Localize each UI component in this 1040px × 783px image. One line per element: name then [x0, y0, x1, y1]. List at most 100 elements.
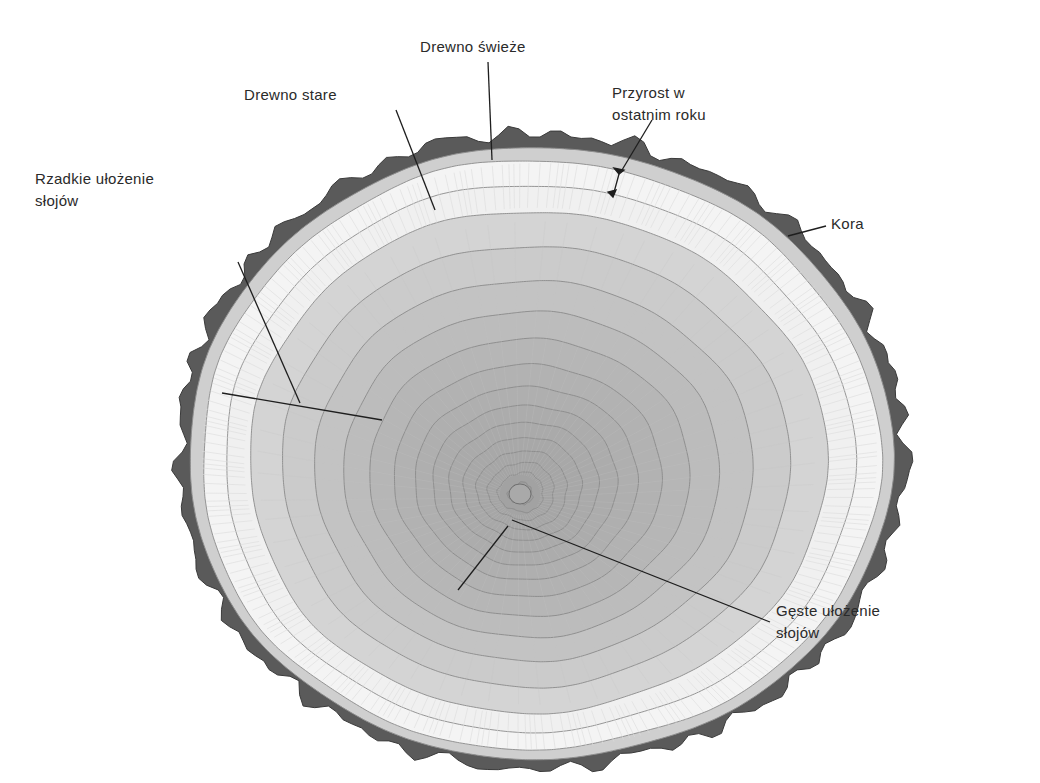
wood-ray — [311, 507, 504, 606]
wood-ray — [205, 416, 247, 427]
wood-ray — [217, 368, 257, 385]
wood-ray — [440, 704, 450, 736]
wood-ray — [435, 238, 513, 477]
wood-ray — [265, 286, 299, 314]
growth-ring — [251, 213, 829, 714]
wood-ray — [265, 500, 500, 520]
wood-ray — [693, 676, 720, 704]
leader-line — [396, 110, 435, 210]
wood-ray — [577, 713, 586, 746]
cambium — [190, 148, 894, 760]
wood-ray — [649, 695, 669, 726]
wood-ray — [322, 656, 348, 681]
wood-ray — [429, 701, 441, 733]
wood-ray — [664, 690, 687, 720]
wood-ray — [221, 360, 261, 378]
leader-line — [238, 262, 300, 403]
wood-ray — [365, 273, 508, 480]
wood-ray — [203, 483, 245, 485]
wood-ray — [202, 464, 244, 468]
wood-ray — [239, 322, 276, 345]
wood-ray — [534, 509, 734, 633]
arrow-head — [614, 168, 624, 174]
wood-ray — [518, 715, 519, 749]
wood-ray — [261, 498, 500, 500]
wood-ray — [323, 231, 349, 267]
wood-ray — [230, 563, 269, 573]
wood-ray — [533, 510, 718, 646]
wood-ray — [344, 510, 506, 639]
wood-ray — [288, 631, 319, 652]
wood-ray — [303, 642, 332, 665]
wood-ray — [460, 171, 468, 215]
wood-ray — [369, 511, 508, 656]
wood-ray — [341, 666, 365, 692]
wood-ray — [731, 651, 764, 675]
wood-ray — [537, 163, 540, 208]
wood-ray — [818, 377, 864, 393]
wood-ray — [828, 478, 876, 481]
wood-ray — [675, 198, 699, 238]
wood-ray — [238, 576, 275, 588]
growth-ring — [227, 186, 857, 733]
wood-ray — [536, 508, 753, 615]
wood-ray — [531, 264, 694, 478]
leader-line — [788, 226, 826, 236]
wood-ray — [235, 329, 273, 351]
wood-ray — [518, 515, 519, 704]
wood-ray — [713, 663, 743, 689]
wood-ray — [815, 368, 861, 385]
wood-ray — [482, 711, 487, 744]
wood-ray — [519, 164, 520, 209]
wood-ray — [822, 517, 869, 520]
wood-ray — [538, 370, 792, 487]
wood-ray — [373, 201, 392, 241]
wood-ray — [477, 711, 482, 744]
wood-ray — [435, 178, 446, 221]
wood-ray — [390, 193, 407, 234]
wood-ray — [778, 291, 818, 319]
wood-ray — [267, 611, 301, 629]
wood-ray — [806, 343, 851, 364]
wood-ray — [728, 235, 761, 270]
wood-ray — [524, 515, 597, 699]
wood-ray — [550, 715, 555, 749]
wood-ray — [810, 352, 855, 371]
wood-ray — [465, 170, 472, 214]
wood-ray — [252, 595, 288, 610]
wood-ray — [524, 227, 596, 475]
wood-ray — [539, 394, 803, 489]
wood-ray — [502, 165, 504, 209]
wood-ray — [538, 504, 782, 577]
leader-lines — [222, 62, 826, 622]
wood-ray — [521, 222, 546, 475]
wood-ray — [285, 504, 502, 567]
wood-ray — [695, 210, 722, 248]
wood-ray — [488, 515, 516, 701]
wood-ray — [202, 459, 244, 464]
part-label: Przyrost w ostatnim roku — [612, 82, 737, 126]
wood-ray — [828, 482, 876, 484]
wood-ray — [539, 501, 803, 531]
wood-ray — [522, 223, 567, 475]
wood-ray — [361, 677, 382, 705]
wood-ray — [318, 235, 345, 270]
wood-ray — [202, 451, 244, 457]
wood-ray — [720, 228, 751, 264]
wood-ray — [803, 567, 847, 578]
wood-ray — [465, 229, 514, 475]
wood-ray — [775, 286, 815, 314]
wood-ray — [540, 484, 813, 496]
wood-ray — [546, 163, 550, 208]
leader-line — [622, 120, 652, 170]
wood-ray — [703, 215, 732, 253]
wood-ray — [345, 669, 368, 696]
wood-ray — [697, 673, 725, 700]
leader-line — [512, 520, 770, 622]
wood-ray — [311, 240, 339, 274]
wood-ray — [802, 332, 846, 354]
leader-line — [488, 62, 492, 160]
wood-ray — [513, 164, 515, 209]
wood-ray — [826, 497, 874, 498]
